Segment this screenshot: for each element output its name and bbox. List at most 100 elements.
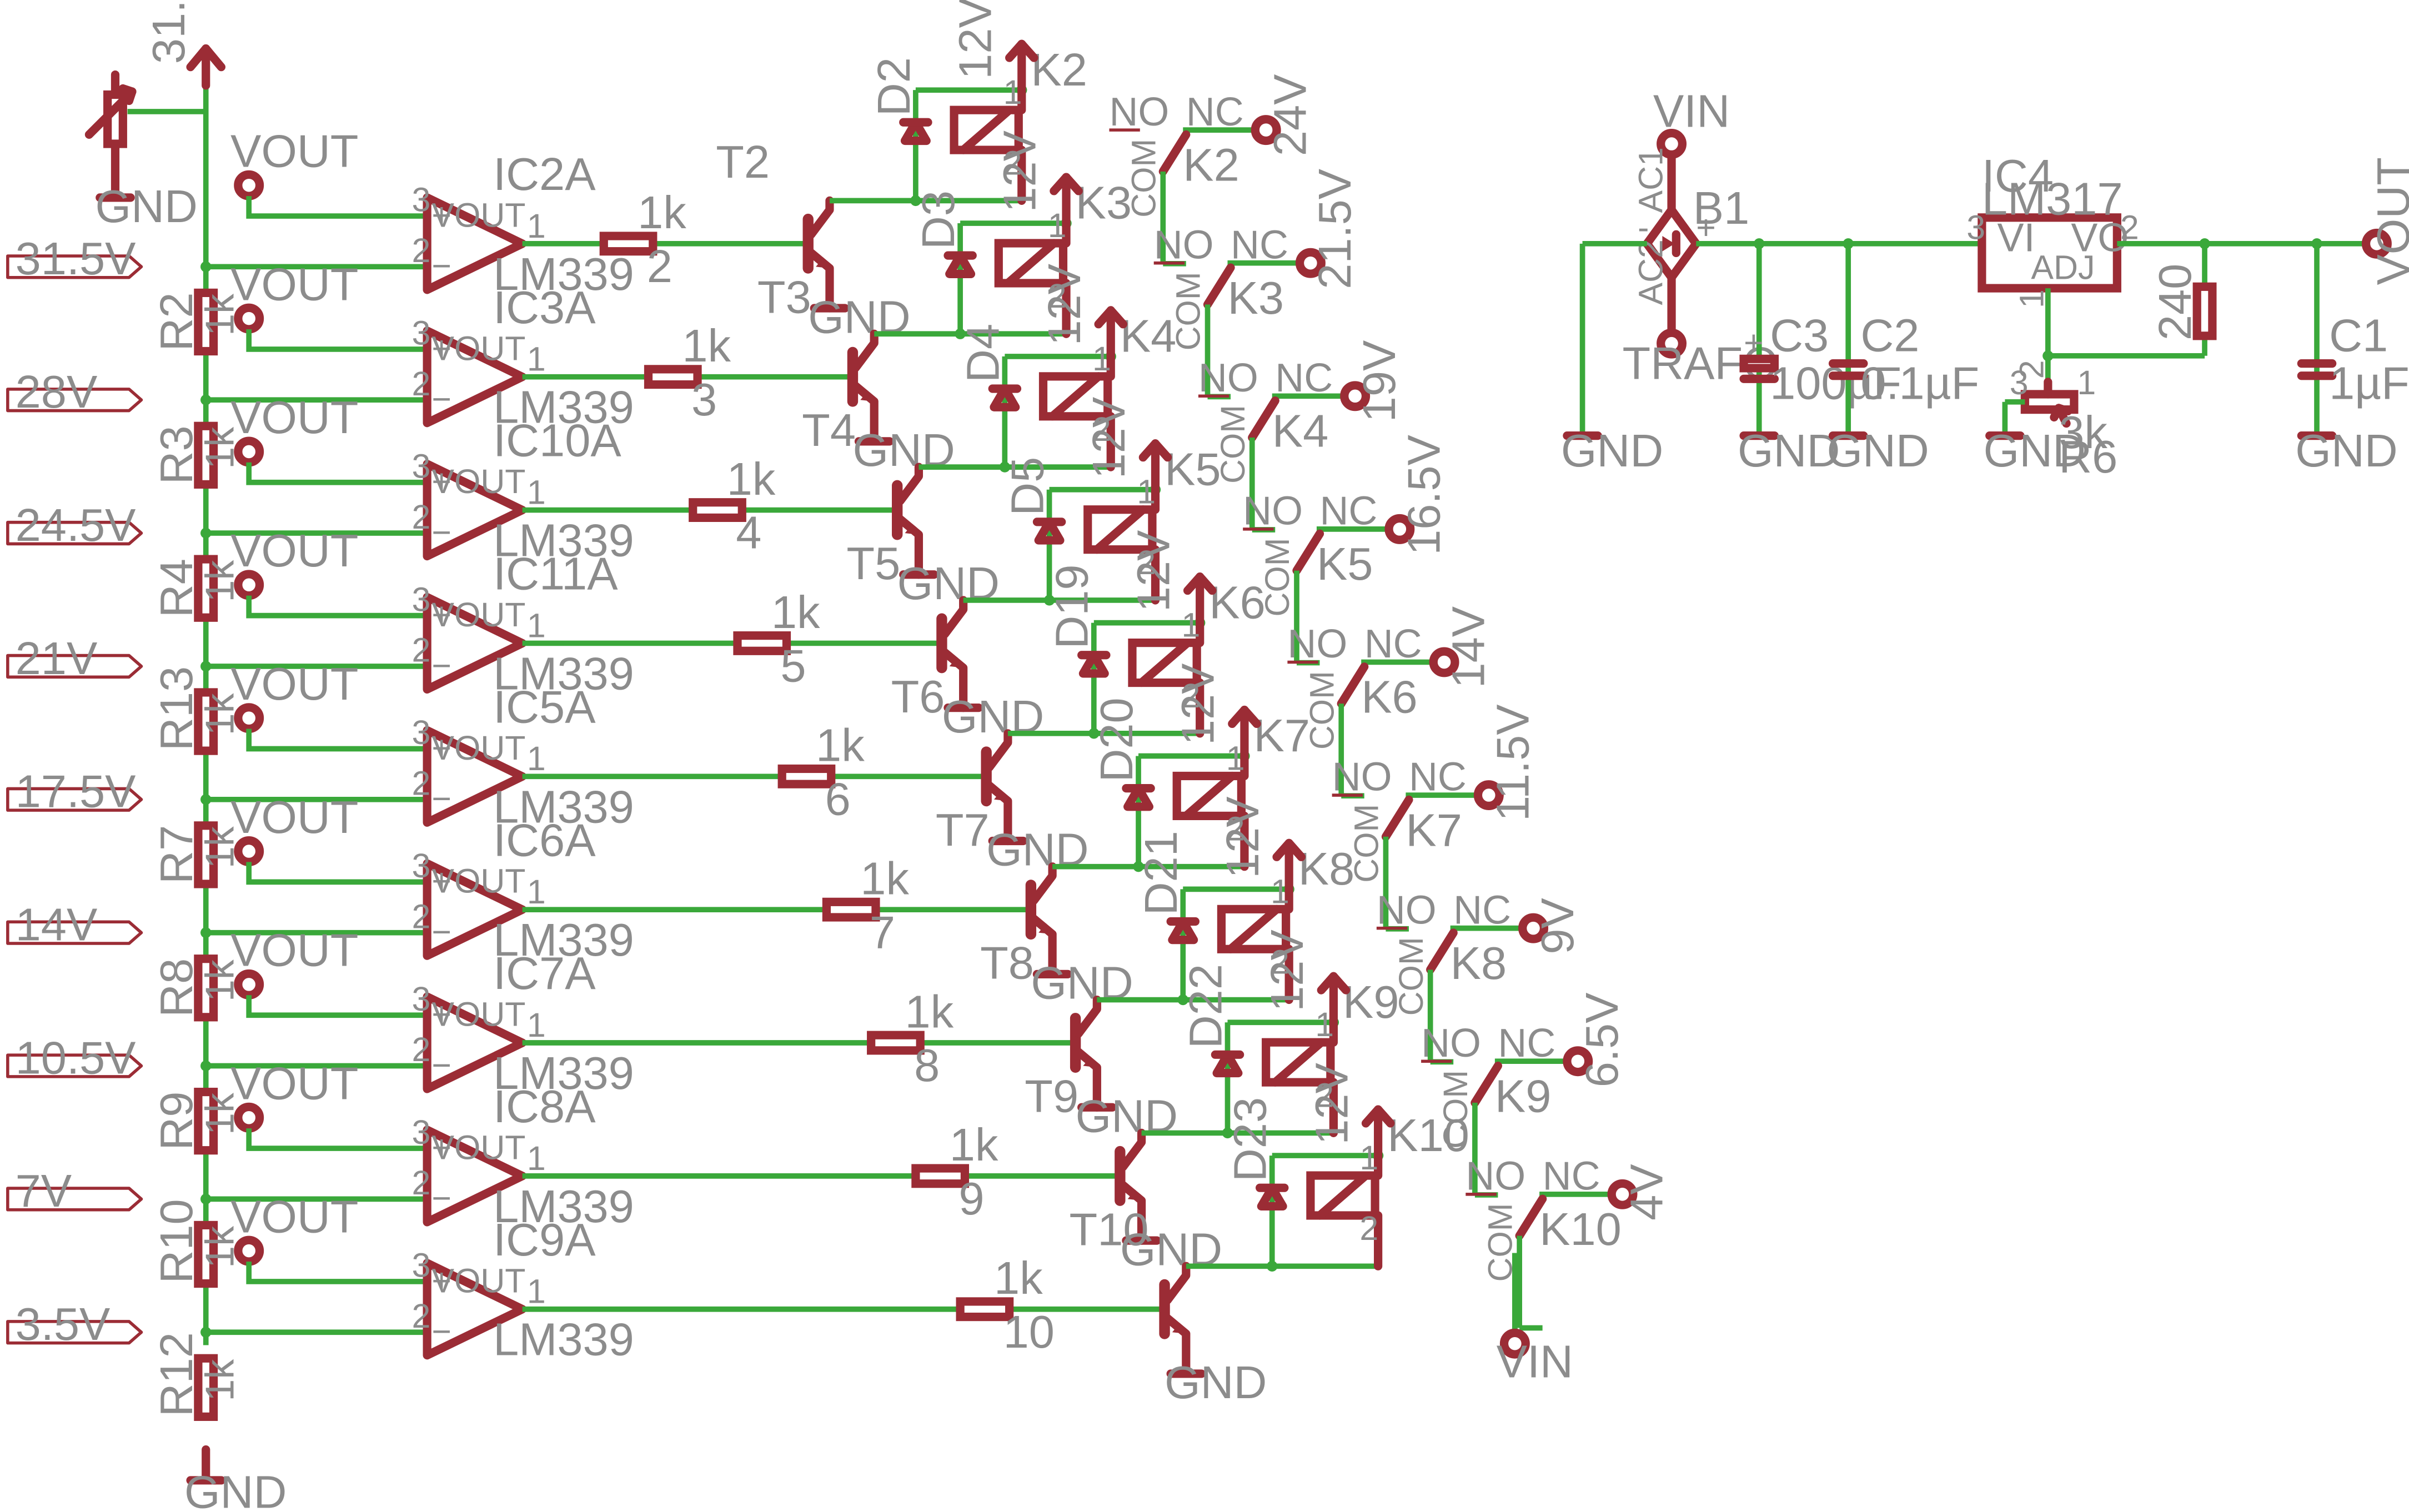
opamp-plus-sign: + (431, 596, 451, 634)
switch-relay-label: K7 (1406, 804, 1462, 856)
switch-com-label: COM (1303, 671, 1341, 750)
vout-label: VOUT (230, 1190, 359, 1242)
opamp-pin3: 3 (411, 714, 430, 751)
opamp-minus-sign: − (431, 380, 451, 418)
supply-12v-label: 12V (1261, 930, 1313, 1012)
transistor-label: T3 (757, 271, 811, 323)
opamp-pin1: 1 (527, 340, 546, 378)
opamp-pin3: 3 (411, 1247, 430, 1284)
switch-nc-label: NC (1453, 888, 1511, 932)
base-resistor-num: 9 (958, 1173, 984, 1224)
diode-label: D4 (957, 324, 1008, 383)
t2-label: T2 (716, 136, 770, 188)
switch-com-label: COM (1392, 937, 1430, 1016)
relay-pin2: 2 (1003, 144, 1022, 182)
opamp-plus-sign: + (431, 463, 451, 500)
r6-value: 3k (2059, 406, 2107, 458)
transistor-label: T7 (936, 804, 990, 856)
opamp-part-label: LM339 (493, 647, 634, 699)
divider-resistor-label: R13 (150, 666, 202, 751)
r6-label: R6 (2059, 431, 2117, 483)
opamp-minus-sign: − (431, 247, 451, 285)
vout-label: VOUT (230, 791, 359, 843)
base-resistor-num: 7 (870, 906, 895, 958)
r6-pin3: 3 (2010, 364, 2029, 401)
switch-common: VIN (1497, 1253, 1573, 1388)
base-resistor-value: 1k (994, 1252, 1043, 1304)
opamp-plus-sign: + (431, 729, 451, 767)
reg-vi: VI (1998, 216, 2035, 260)
switch-no-label: NO (1421, 1021, 1481, 1066)
divider-resistor-label: R2 (150, 292, 202, 351)
c3-plus: + (1744, 324, 1764, 361)
opamp-plus-sign: + (431, 196, 451, 234)
base-resistor-num: 6 (825, 773, 851, 825)
relay-label: K6 (1209, 576, 1266, 628)
r240-label: 240 (2149, 264, 2201, 340)
reference-voltage-label: 7V (16, 1165, 72, 1217)
base-resistor-value: 1k (682, 320, 731, 371)
comparator-rows: R21k31.5VVOUTVOUT+−321IC2ALM3391k2GNDT3D… (6, 0, 1469, 1421)
reg-pin3: 3 (1966, 209, 1985, 247)
vout-label: VOUT (230, 925, 359, 976)
r6-gnd: GND (1984, 425, 2086, 476)
opamp-pin1: 1 (527, 1139, 546, 1177)
relay-pin2: 2 (1137, 544, 1156, 581)
opamp-plus: VOUT (431, 196, 525, 234)
relay-label: K2 (1031, 44, 1087, 96)
c1-label: C1 (2329, 310, 2388, 361)
reference-voltage-label: 10.5V (16, 1032, 136, 1083)
opamp-minus-sign: − (431, 780, 451, 817)
opamp-pin2: 2 (411, 1297, 430, 1335)
supply-12v-label: 12V (1038, 264, 1090, 346)
relay-pin2: 2 (1092, 410, 1111, 448)
opamp-ic-label: IC3A (493, 282, 596, 333)
c2-value: 0.1µF (1860, 357, 1979, 409)
opamp-part-label: LM339 (493, 381, 634, 433)
base-resistor-value: 1k (727, 453, 776, 505)
transistor-label: T10 (1070, 1203, 1149, 1255)
relay-label: K10 (1387, 1109, 1469, 1161)
comparator-row: R91k10.5VVOUTVOUT+−321IC7ALM3391k8GNDT9D… (6, 796, 1355, 1155)
opamp-ic-label: IC7A (493, 947, 596, 999)
base-resistor-num: 5 (780, 640, 806, 692)
opamp-pin1: 1 (527, 740, 546, 777)
switch-no-label: NO (1332, 755, 1392, 800)
opamp-part-label: LM339 (493, 1314, 634, 1365)
switch-com-label: COM (1214, 405, 1252, 484)
switch-nc-label: NC (1364, 622, 1422, 666)
opamp-pin3: 3 (411, 314, 430, 352)
switch-no-label: NO (1243, 489, 1303, 534)
transistor-label: T5 (846, 538, 900, 589)
opamp-ic-label: IC6A (493, 814, 596, 866)
reference-voltage-label: 28V (16, 366, 98, 418)
opamp-pin1: 1 (527, 1273, 546, 1310)
relay-label: K8 (1298, 843, 1355, 895)
opamp-pin2: 2 (411, 764, 430, 802)
switch-nc-label: NC (1231, 223, 1288, 267)
vout-label: VOUT (230, 258, 359, 310)
switch-com-label: COM (1437, 1070, 1474, 1149)
vout-label: VOUT (230, 125, 359, 177)
reference-voltage-label: 17.5V (16, 766, 136, 817)
comparator-row: R131k21VVOUTVOUT+−321IC11ALM3391k5GNDT6D… (6, 397, 1221, 755)
relay-label: K5 (1165, 443, 1221, 495)
diode-label: D21 (1135, 831, 1187, 915)
comparator-row: R41k24.5VVOUTVOUT+−321IC10ALM3391k4GNDT5… (6, 264, 1176, 622)
supply-12v-label: 12V (1306, 1063, 1357, 1145)
opamp-ic-label: IC9A (493, 1214, 596, 1265)
relay-pin2: 2 (1048, 277, 1067, 315)
switch-tap-label: 21.5V (1309, 169, 1361, 289)
diode-label: D23 (1224, 1097, 1276, 1182)
opamp-ic-label: IC10A (493, 415, 621, 466)
relay-label: K3 (1076, 177, 1132, 229)
opamp-part-label: LM339 (493, 1047, 634, 1099)
c3-gnd: GND (1738, 425, 1840, 476)
switch-common-vin: VIN (1497, 1336, 1573, 1388)
opamp-plus: VOUT (431, 463, 525, 500)
diode-label: D20 (1091, 697, 1142, 782)
